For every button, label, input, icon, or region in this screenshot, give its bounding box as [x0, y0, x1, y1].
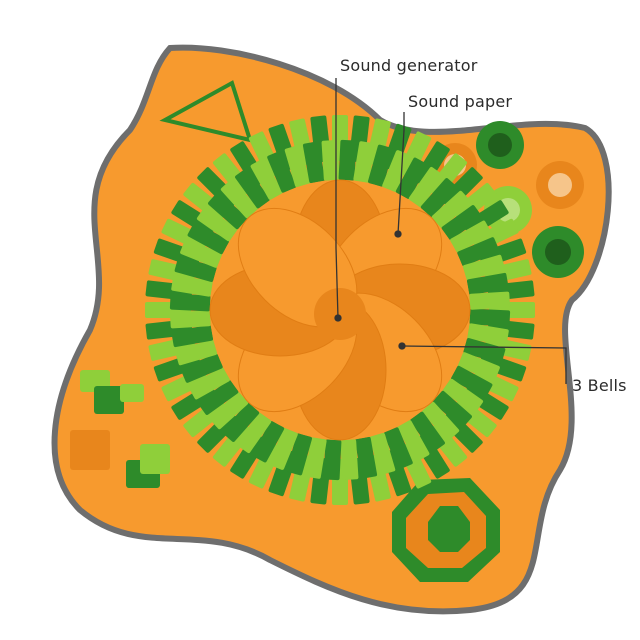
fringe-strip: [353, 141, 376, 183]
fringe-strip: [463, 337, 506, 364]
fringe-strip: [208, 192, 248, 230]
callout-sound-generator: Sound generator: [340, 56, 478, 75]
fringe-strip: [420, 178, 458, 218]
fringe-strip: [354, 436, 378, 479]
fringe-strip: [422, 401, 460, 441]
fringe-strip: [462, 383, 509, 420]
fringe-strip: [431, 190, 471, 228]
fringe-strip: [196, 206, 238, 242]
fringe-strip: [367, 144, 394, 187]
fringe-strip: [452, 397, 497, 438]
callout-leaders: [334, 78, 567, 384]
fringe-strip: [383, 427, 413, 470]
fringe-strip: [180, 353, 223, 383]
fringe-strip: [451, 365, 493, 398]
fringe-strip: [369, 432, 396, 475]
fringe-strip: [304, 437, 327, 479]
fringe-strip: [284, 145, 311, 188]
fringe-strip: [198, 380, 239, 415]
fringe-strip: [457, 237, 500, 267]
fringe-strip: [183, 182, 228, 223]
fringe-strip: [469, 308, 511, 327]
flower-center: [209, 179, 471, 441]
fringe-strip: [432, 390, 472, 428]
fringe-strip: [286, 433, 313, 476]
fringe-ring: [145, 115, 535, 505]
bottom-left-flaps: [70, 370, 170, 488]
fringe-strip: [323, 439, 342, 481]
fringe-strip: [395, 157, 428, 199]
fringe-strip: [382, 150, 411, 193]
fringe-strip: [408, 166, 444, 208]
fringe-strip: [321, 139, 340, 181]
fringe-strip: [175, 339, 218, 366]
fringe-strip: [469, 291, 511, 310]
fringe-strip: [187, 222, 229, 255]
fringe-strip: [169, 293, 211, 312]
fringe-strip: [457, 352, 500, 381]
callout-bells: 3 Bells: [572, 376, 627, 395]
fringe-strip: [462, 254, 505, 281]
fringe-strip: [467, 323, 509, 346]
fringe-strip: [236, 412, 272, 454]
fringe-strip: [302, 141, 326, 184]
fringe-strip: [171, 324, 214, 348]
fringe-strip: [250, 158, 283, 200]
fringe-strip: [338, 139, 357, 181]
fringe-strip: [450, 220, 492, 253]
fringe-strip: [235, 168, 270, 209]
fringe-strip: [397, 420, 430, 462]
fringe-strip: [180, 239, 223, 268]
octagon-target: [392, 478, 500, 582]
fringe-strip: [230, 432, 267, 479]
fringe-strip: [252, 421, 285, 463]
triangle-pocket: [159, 80, 253, 143]
callout-sound-paper: Sound paper: [408, 92, 513, 111]
fringe-strip: [174, 256, 217, 283]
fringe-strip: [267, 150, 297, 193]
fringe-strip: [340, 439, 359, 481]
fringe-strip: [171, 200, 218, 237]
fringe-strip: [427, 153, 468, 198]
fringe-strip: [188, 367, 230, 400]
fringe-strip: [269, 427, 298, 470]
fringe-strip: [413, 141, 450, 188]
fringe-strip: [410, 411, 445, 452]
fringe-strip: [209, 392, 249, 430]
fringe-strip: [222, 402, 260, 442]
fringe-strip: [169, 310, 211, 329]
fringe-strip: [466, 272, 509, 296]
fringe-strip: [220, 179, 258, 219]
roll-tubes: [433, 121, 584, 278]
fringe-strip: [442, 378, 484, 414]
fringe-strip: [171, 274, 213, 297]
fringe-strip: [212, 422, 253, 467]
fringe-strip: [441, 205, 482, 240]
